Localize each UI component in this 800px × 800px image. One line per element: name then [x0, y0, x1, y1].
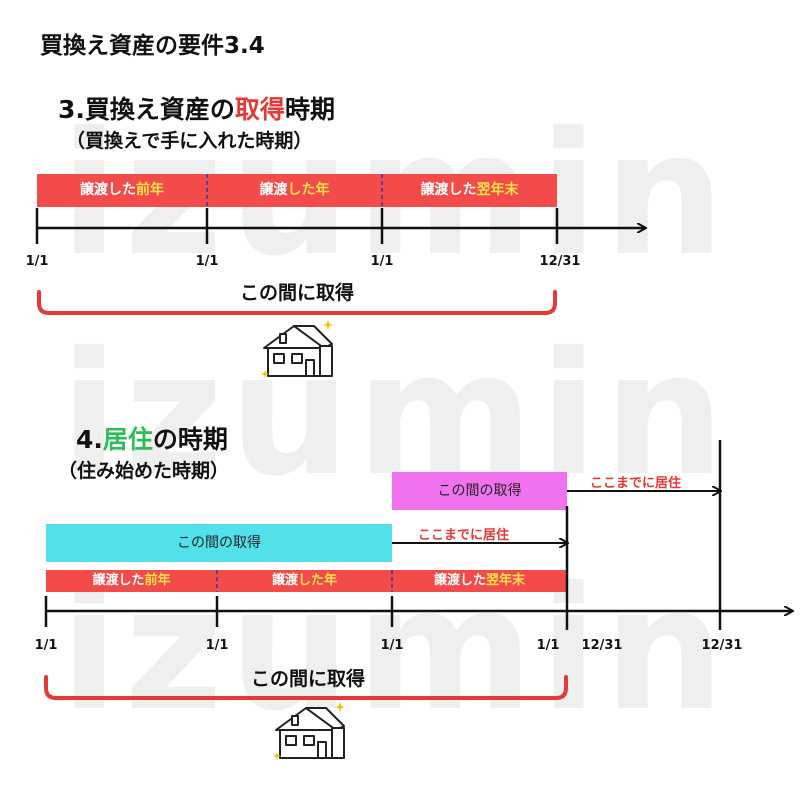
- section3-segment-prior-year: 譲渡した前年: [37, 174, 207, 207]
- section3-segment-next-year-end: 譲渡した翌年末: [382, 174, 557, 207]
- house-icon: [261, 320, 333, 378]
- section4-brace-label: この間に取得: [250, 668, 366, 690]
- section4-number: 4.: [76, 425, 103, 454]
- page-title: 買換え資産の要件3.4: [40, 33, 265, 59]
- section4-pink-box: この間の取得: [392, 472, 567, 510]
- section4-tick-label: 12/31: [701, 638, 743, 653]
- section4-segment-prior-year: 譲渡した前年: [46, 570, 217, 592]
- section3-tick-label: 1/1: [25, 254, 49, 269]
- segment-label-accent: した年: [298, 573, 338, 588]
- section3-brace: [37, 290, 557, 315]
- section4-tick-label: 12/31: [581, 638, 623, 653]
- section4-segment-transfer-year: 譲渡した年: [217, 570, 392, 592]
- section4-tick-label: 1/1: [205, 638, 229, 653]
- segment-label-main: 譲渡した: [80, 182, 136, 198]
- section4-tick-label: 1/1: [536, 638, 560, 653]
- segment-label-main: 譲渡した: [433, 573, 486, 588]
- section3-segment-transfer-year: 譲渡した年: [207, 174, 382, 207]
- section4-brace: [44, 675, 568, 700]
- section4-heading: 4.居住の時期: [76, 420, 228, 456]
- section3-title-pre: 買換え資産の: [84, 95, 235, 124]
- segment-label-accent: 前年: [144, 573, 171, 588]
- section4-until-label-upper: ここまでに居住: [590, 476, 682, 491]
- segment-label-main: 譲渡: [271, 573, 298, 588]
- section4-subtitle: （住み始めた時期）: [58, 460, 230, 482]
- section3-title-post: 時期: [284, 95, 335, 124]
- section4-until-label-lower: ここまでに居住: [418, 528, 510, 543]
- watermark: izumin: [60, 551, 731, 749]
- section3-tick-label: 1/1: [195, 254, 219, 269]
- section3-brace-label: この間に取得: [239, 282, 355, 304]
- segment-label-accent: 前年: [136, 182, 164, 198]
- segment-label-main: 譲渡した: [92, 573, 145, 588]
- section4-segment-next-year-end: 譲渡した翌年末: [392, 570, 567, 592]
- watermark: izumin: [60, 316, 731, 514]
- section4-title-post: の時期: [152, 425, 228, 454]
- section3-tick-label: 12/31: [539, 254, 581, 269]
- section4-tick-label: 1/1: [380, 638, 404, 653]
- section4-title-highlight: 居住: [102, 425, 153, 454]
- section3-subtitle: （買換えで手に入れた時期）: [66, 130, 313, 152]
- segment-label-accent: した年: [287, 182, 330, 198]
- house-icon: [273, 702, 345, 760]
- section4-cyan-box: この間の取得: [46, 524, 392, 562]
- segment-label-accent: 翌年末: [486, 573, 526, 588]
- segment-label-main: 譲渡した: [420, 182, 477, 198]
- segment-label-accent: 翌年末: [476, 182, 519, 198]
- section4-tick-label: 1/1: [34, 638, 58, 653]
- section3-number: 3.: [58, 95, 85, 124]
- section3-heading: 3.買換え資産の取得時期: [58, 90, 335, 126]
- section3-tick-label: 1/1: [370, 254, 394, 269]
- segment-label-main: 譲渡: [259, 182, 288, 198]
- section3-title-highlight: 取得: [234, 95, 285, 124]
